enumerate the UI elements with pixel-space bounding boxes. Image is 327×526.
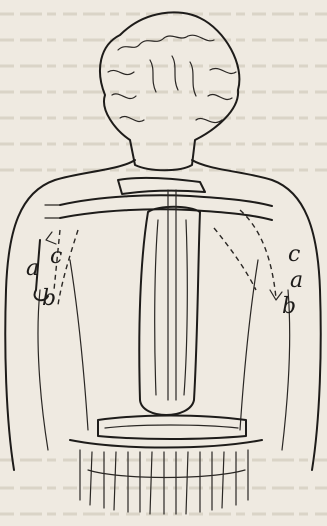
label-left-a: a xyxy=(26,258,39,280)
right-arm-paths xyxy=(214,210,282,300)
label-left-b: b xyxy=(42,288,56,310)
label-left-c: c xyxy=(50,246,62,268)
lower-band xyxy=(98,416,246,440)
spine-loop xyxy=(139,190,200,415)
label-right-c: c xyxy=(288,244,300,266)
shoulder-band xyxy=(45,178,272,220)
label-right-a: a xyxy=(290,270,303,292)
label-right-b: b xyxy=(282,296,296,318)
